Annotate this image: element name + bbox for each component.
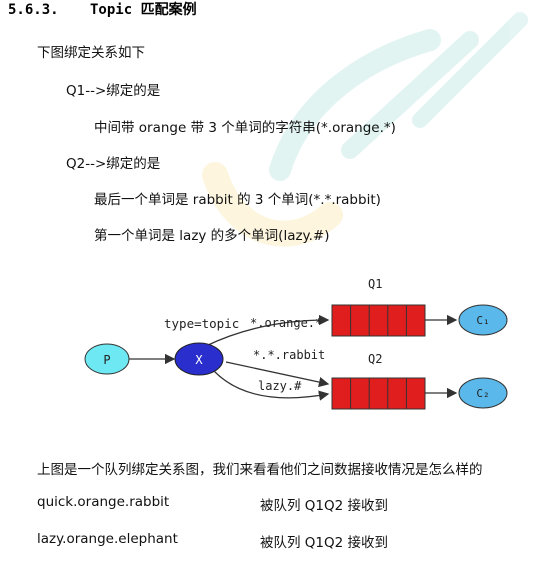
- binding1-label: *.orange.*: [250, 316, 322, 330]
- q2-label: Q2-->绑定的是: [66, 156, 161, 172]
- consumer2-node: [458, 377, 508, 409]
- producer-label: P: [103, 353, 110, 367]
- example-result-2: 被队列 Q1Q2 接收到: [260, 535, 389, 551]
- binding2-label: *.*.rabbit: [253, 348, 325, 362]
- section-number: 5.6.3.: [8, 2, 59, 18]
- binding2-arrow: [225, 361, 330, 388]
- queue1-label: Q1: [368, 277, 382, 291]
- binding3-label: lazy.#: [258, 379, 302, 393]
- intro-text: 下图绑定关系如下: [37, 45, 145, 61]
- queue2-label: Q2: [368, 352, 382, 366]
- q2-detail-1: 最后一个单词是 rabbit 的 3 个单词(*.*.rabbit): [94, 192, 381, 208]
- producer-node: [84, 343, 130, 375]
- consumer2-label: C₂: [476, 387, 489, 400]
- section-heading: 5.6.3. Topic 匹配案例: [8, 0, 197, 19]
- exchange-type-label: type=topic: [164, 316, 239, 331]
- consumer1-node: [458, 304, 508, 336]
- description-text: 上图是一个队列绑定关系图，我们来看看他们之间数据接收情况是怎么样的: [37, 462, 483, 478]
- binding3-arrow: [213, 370, 330, 401]
- example-result-1: 被队列 Q1Q2 接收到: [260, 498, 389, 514]
- example-key-1: quick.orange.rabbit: [37, 494, 170, 510]
- exchange-node: [174, 342, 224, 376]
- topic-exchange-diagram: P X type=topic *.orange.* *.*.rabbit laz…: [84, 277, 508, 410]
- queue2-box: [331, 377, 426, 410]
- example-key-2: lazy.orange.elephant: [37, 531, 178, 547]
- section-title: Topic 匹配案例: [90, 2, 197, 18]
- consumer1-label: C₁: [476, 314, 489, 327]
- exchange-label: X: [195, 353, 203, 367]
- queue1-box: [331, 304, 426, 337]
- q1-detail: 中间带 orange 带 3 个单词的字符串(*.orange.*): [94, 120, 396, 136]
- binding1-arrow: [205, 314, 330, 347]
- q2-detail-2: 第一个单词是 lazy 的多个单词(lazy.#): [94, 228, 330, 244]
- q1-label: Q1-->绑定的是: [66, 83, 161, 99]
